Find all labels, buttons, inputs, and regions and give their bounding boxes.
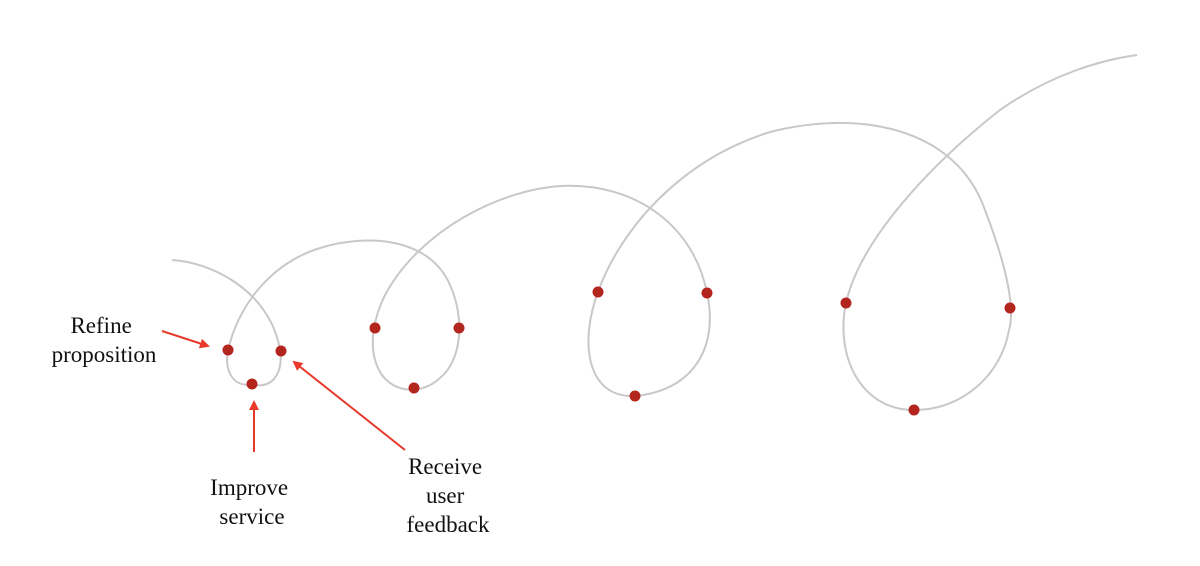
refine-label-line-2: proposition — [52, 342, 157, 367]
iteration-point — [629, 390, 641, 402]
refine-arrow — [161, 330, 210, 349]
improve-label: Improve service — [210, 475, 294, 529]
receive-label-line-3: feedback — [407, 512, 490, 537]
improve-label-line-1: Improve — [210, 475, 288, 500]
iteration-point — [592, 286, 604, 298]
iteration-point — [840, 297, 852, 309]
receive-label-line-2: user — [426, 483, 465, 508]
iteration-point — [222, 344, 234, 356]
iteration-points — [222, 286, 1016, 416]
iteration-spiral-path — [171, 54, 1138, 412]
iteration-point — [369, 322, 381, 334]
refine-label-line-1: Refine — [70, 313, 131, 338]
iteration-point — [908, 404, 920, 416]
iteration-point — [1004, 302, 1016, 314]
iteration-point — [275, 345, 287, 357]
iteration-point — [701, 287, 713, 299]
refine-label: Refine proposition — [52, 313, 157, 367]
receive-label-line-1: Receive — [408, 454, 482, 479]
iteration-point — [408, 382, 420, 394]
improve-label-line-2: service — [219, 504, 284, 529]
iteration-point — [246, 378, 258, 390]
receive-label: Receive user feedback — [407, 454, 490, 537]
iteration-point — [453, 322, 465, 334]
receive-arrow — [292, 360, 406, 451]
